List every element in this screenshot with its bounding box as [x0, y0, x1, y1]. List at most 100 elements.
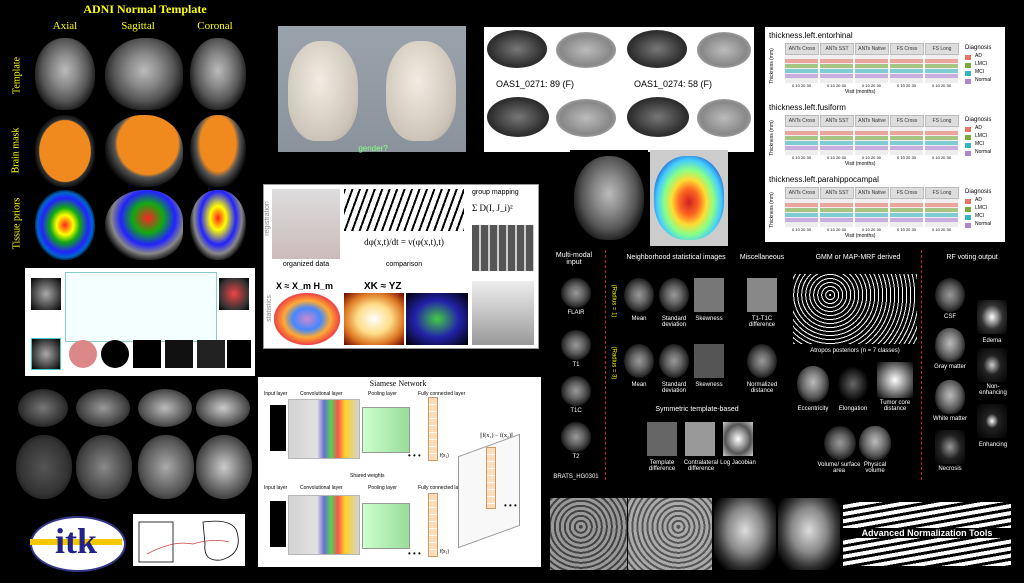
- flow-template-brain: [31, 338, 61, 370]
- thickness-series-band: [890, 203, 923, 207]
- thickness-series-band: [890, 213, 923, 217]
- heatmap-image: [650, 150, 728, 246]
- thickness-series-band: [890, 131, 923, 135]
- wm-image: [344, 293, 404, 345]
- organized-data-label: organized data: [282, 261, 330, 268]
- thickness-series-band: [925, 136, 958, 140]
- enh-label: Enhancing: [978, 442, 1008, 448]
- flair-image: [561, 278, 591, 308]
- grid-brain-3: [138, 389, 192, 427]
- thickness-series-band: [925, 141, 958, 145]
- template-axial-image: [35, 38, 95, 110]
- thickness-panel-plot: [890, 55, 923, 83]
- thickness-legend-item: LMCI: [975, 205, 987, 211]
- siamese-pool-2: Pooling layer: [368, 485, 397, 491]
- std3-image: [659, 344, 689, 378]
- grid-brain-1: [18, 389, 68, 427]
- t1-label: T1: [572, 362, 580, 368]
- thickness-legend-swatch: [965, 79, 971, 84]
- thickness-series-band: [890, 74, 923, 78]
- thickness-xticks: 0 10 20 30: [792, 83, 811, 88]
- flow-prior-5: [197, 340, 225, 368]
- radius1-label: (Radius = 1): [610, 284, 617, 318]
- thickness-xticks: 0 10 20 30: [827, 227, 846, 232]
- thickness-ylabel: Thickness (mm): [769, 48, 775, 84]
- mask-coronal-image: [190, 115, 246, 187]
- thickness-panel-plot: [890, 199, 923, 227]
- col-sagittal: Sagittal: [121, 20, 155, 32]
- flow-output-brain: [219, 278, 249, 310]
- diffeo-side-statistics: statistics: [265, 295, 273, 322]
- thickness-series-band: [855, 218, 888, 222]
- thickness-series-band: [890, 64, 923, 68]
- tcd-label: Tumor core distance: [879, 400, 911, 412]
- priors-axial-image: [35, 190, 95, 260]
- thickness-ylabel: Thickness (mm): [769, 192, 775, 228]
- thickness-series-band: [820, 213, 853, 217]
- oasis-label-1: OAS1_0271: 89 (F): [496, 79, 575, 89]
- thickness-series-band: [925, 69, 958, 73]
- priors-coronal-image: [190, 190, 246, 260]
- thickness-panel-plot: [855, 199, 888, 227]
- face-panel: gender?: [278, 26, 466, 153]
- atropos-images: [793, 274, 917, 344]
- face-right: [386, 41, 456, 141]
- thickness-series-band: [820, 146, 853, 150]
- thickness-xticks: 0 10 20 30: [897, 155, 916, 160]
- col-coronal: Coronal: [197, 20, 233, 32]
- thickness-legend-item: MCI: [975, 213, 985, 219]
- thickness-panel-plot: [890, 127, 923, 155]
- face-caption: gender?: [358, 144, 388, 153]
- thickness-series-band: [925, 74, 958, 78]
- thickness-panel-plot: [785, 55, 818, 83]
- thickness-xticks: 0 10 20 30: [792, 227, 811, 232]
- siamese-fc-2: Fully connected layer: [418, 485, 466, 491]
- cortex-image: [274, 293, 340, 345]
- adni-template-panel: ADNI Normal Template Axial Sagittal Coro…: [0, 0, 250, 262]
- thickness-xticks: 0 10 20 30: [932, 227, 951, 232]
- thickness-tab: ANTs Native: [855, 43, 889, 55]
- thickness-panel-plot: [785, 199, 818, 227]
- std1-label: Standard deviation: [661, 316, 687, 328]
- thickness-legend-swatch: [965, 63, 971, 68]
- thickness-tab: ANTs Native: [855, 115, 889, 127]
- siamese-conv-2: Convolutional layer: [300, 485, 343, 491]
- siamese-input-image-2: [270, 501, 286, 547]
- thickness-series-band: [925, 208, 958, 212]
- t1-image: [561, 330, 591, 360]
- thickness-series-band: [820, 74, 853, 78]
- thickness-legend-item: Normal: [975, 77, 992, 83]
- thickness-series-band: [890, 146, 923, 150]
- ode-equation: dφ(x,t)/dt = v(φ(x,t),t): [364, 237, 444, 247]
- t1c-image: [561, 376, 591, 406]
- thickness-tab: ANTs SST: [820, 43, 854, 55]
- thickness-ylabel: Thickness (mm): [769, 120, 775, 156]
- skew3-label: Skewness: [695, 382, 723, 388]
- thickness-tab: ANTs SST: [820, 115, 854, 127]
- group-thumbnails: [472, 225, 534, 271]
- thickness-xlabel: Visit (months): [845, 161, 876, 167]
- thickness-legend-swatch: [965, 223, 971, 228]
- siamese-f1: f(x₁): [440, 453, 449, 459]
- normdist-image: [747, 344, 777, 378]
- skew1-image: [694, 278, 724, 312]
- gm-label: Gray matter: [934, 364, 966, 370]
- phys-label: Physical volume: [863, 462, 887, 474]
- mean3-image: [624, 344, 654, 378]
- mask-axial-image: [35, 115, 95, 187]
- thickness-xticks: 0 10 20 30: [827, 155, 846, 160]
- sum-equation: Σ D(I, J_i)²: [472, 203, 513, 213]
- brats-multimodal: Multi-modal input: [555, 252, 593, 266]
- necro-image: [935, 430, 965, 464]
- thickness-series-band: [890, 69, 923, 73]
- cdiff-image: [685, 422, 715, 456]
- mean1-label: Mean: [631, 316, 647, 322]
- wm-label: White matter: [932, 416, 967, 422]
- thickness-series-band: [820, 64, 853, 68]
- template-sagittal-image: [105, 38, 183, 110]
- thickness-legend-swatch: [965, 135, 971, 140]
- thickness-series-band: [890, 136, 923, 140]
- thickness-series-band: [785, 64, 818, 68]
- thickness-series-band: [820, 69, 853, 73]
